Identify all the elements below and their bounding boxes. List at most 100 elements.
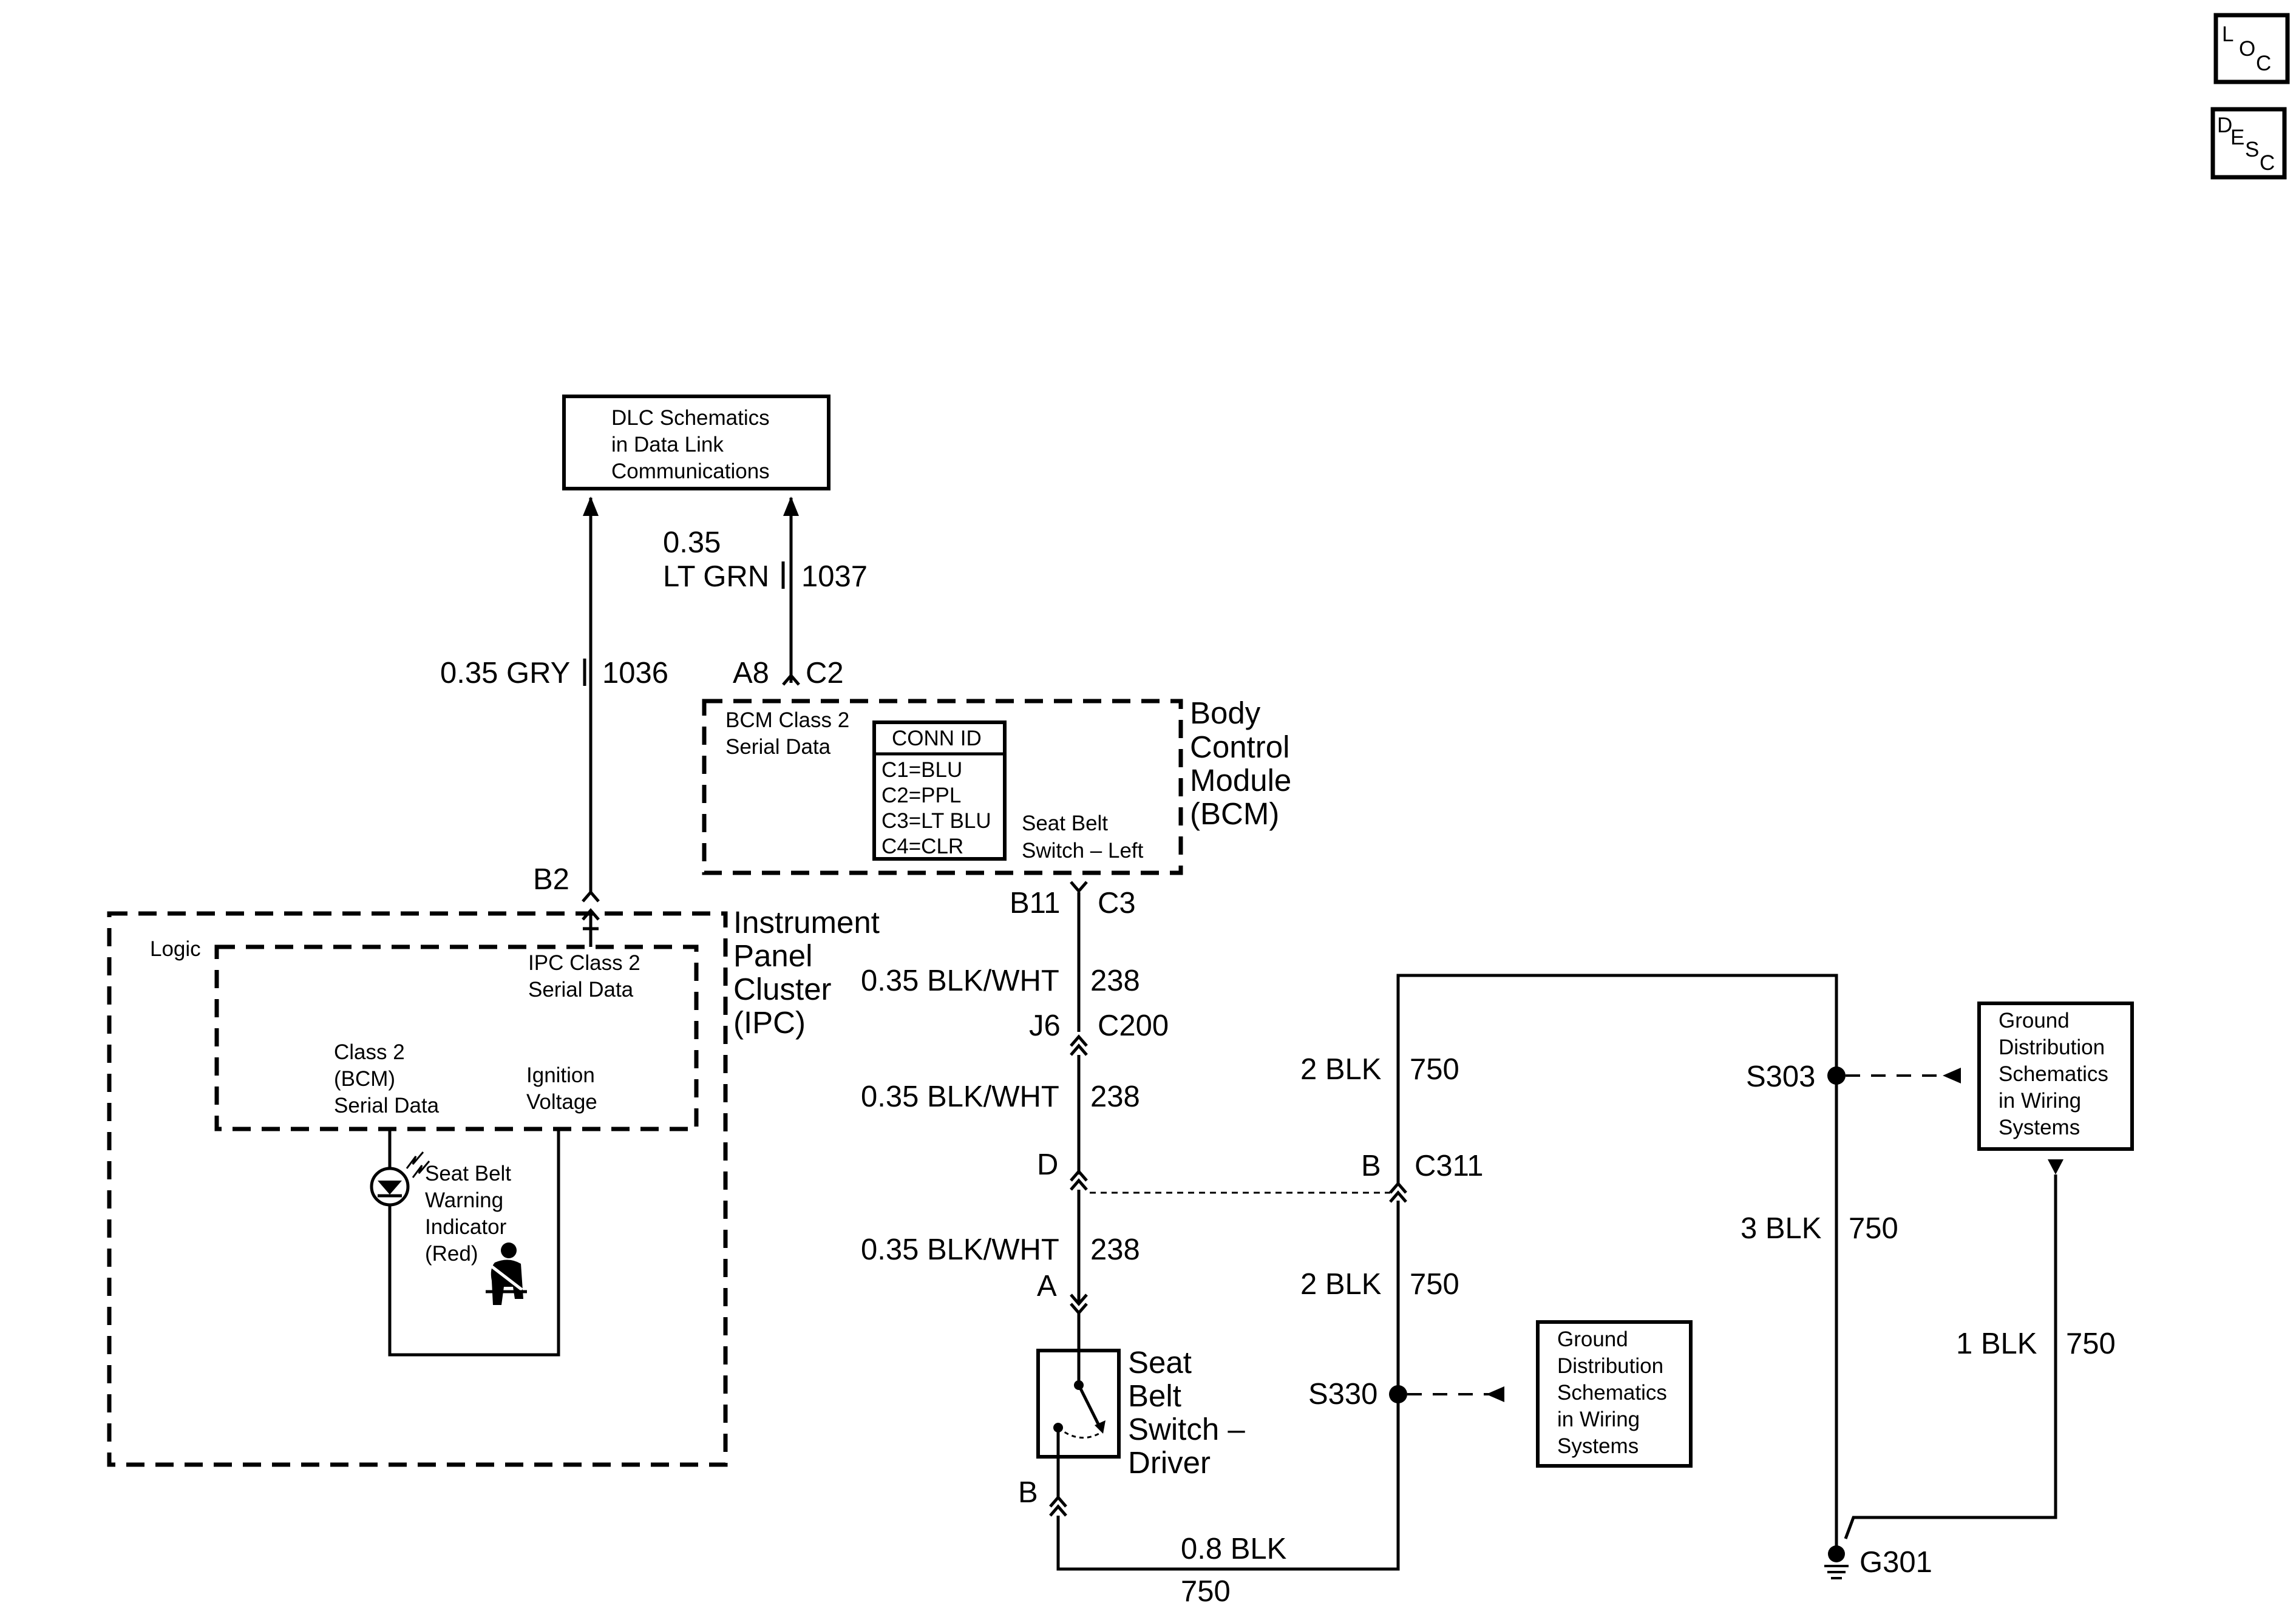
- wire-750-far-circuit: 750: [2066, 1327, 2116, 1360]
- desc-letter-d: D: [2217, 114, 2232, 137]
- pin-a8: A8: [733, 657, 769, 690]
- ipc-class2-2: (BCM): [334, 1067, 395, 1091]
- wire-1036-spec: 0.35 GRY: [440, 657, 570, 690]
- connector-c311-bottom: [1389, 1190, 1407, 1203]
- wire-1036-circuit: 1036: [602, 657, 668, 690]
- pin-c311: C311: [1415, 1150, 1484, 1182]
- bcm-serial-data-2: Serial Data: [725, 735, 831, 759]
- switch-driver-title-2: Belt: [1128, 1378, 1181, 1413]
- ipc-class2-1: Class 2: [334, 1040, 405, 1064]
- ipc-title-2: Panel: [733, 938, 812, 973]
- pin-j6: J6: [1029, 1009, 1061, 1042]
- ref1-arrow-down: [2048, 1159, 2063, 1175]
- ground-ref-2-line-3: Schematics: [1557, 1381, 1667, 1405]
- pin-b11: B11: [1010, 887, 1061, 920]
- bcm-title-2: Control: [1190, 730, 1289, 764]
- wire-750-mid-circuit: 750: [1410, 1268, 1459, 1301]
- switch-driver-title-4: Driver: [1128, 1445, 1211, 1480]
- conn-id-table: CONN ID C1=BLU C2=PPL C3=LT BLU C4=CLR: [872, 720, 1007, 861]
- desc-button[interactable]: D E S C: [2210, 107, 2287, 180]
- connector-d-bottom: [1070, 1178, 1088, 1191]
- bcm-boundary: [702, 699, 1183, 875]
- ground-ref-1-line-5: Systems: [1999, 1116, 2080, 1139]
- conn-id-c2: C2=PPL: [881, 784, 961, 807]
- connector-a-top: [1070, 1293, 1088, 1306]
- connector-c200-bottom: [1070, 1043, 1088, 1056]
- indicator-label-1: Seat Belt: [425, 1162, 511, 1185]
- conn-id-header: CONN ID: [892, 727, 982, 750]
- ground-ref-1-line-4: in Wiring: [1999, 1089, 2081, 1113]
- ground-symbol-g301: [1824, 1545, 1849, 1579]
- wire-750-top-circuit: 750: [1410, 1053, 1459, 1086]
- desc-letter-c: C: [2260, 151, 2275, 175]
- pin-c200: C200: [1098, 1009, 1169, 1042]
- switch-driver-title-3: Switch –: [1128, 1412, 1245, 1446]
- dlc-line-2: in Data Link: [611, 433, 724, 456]
- pin-b2: B2: [533, 863, 569, 896]
- arrow-up-1036: [583, 497, 599, 516]
- pin-b-switch: B: [1018, 1476, 1038, 1509]
- seat-belt-switch-driver: [1036, 1349, 1121, 1459]
- ground-ref-2-line-2: Distribution: [1557, 1354, 1663, 1378]
- switch-driver-title-1: Seat: [1128, 1345, 1192, 1380]
- s303-ref-arrow: [1943, 1068, 1961, 1083]
- ground-distribution-reference-s303[interactable]: Ground Distribution Schematics in Wiring…: [1977, 1002, 2134, 1151]
- splice-s303: [1827, 1066, 1846, 1085]
- wire-238-a-spec: 0.35 BLK/WHT: [861, 964, 1059, 997]
- wire-238-b-circuit: 238: [1090, 1080, 1140, 1113]
- ipc-boundary: [107, 911, 728, 1467]
- bcm-title-3: Module: [1190, 763, 1291, 798]
- ground-distribution-reference-s330[interactable]: Ground Distribution Schematics in Wiring…: [1536, 1320, 1693, 1468]
- wire-1037-size: 0.35: [663, 526, 721, 559]
- ipc-class2-3: Serial Data: [334, 1094, 440, 1117]
- wire-750-mid-spec: 2 BLK: [1300, 1268, 1382, 1301]
- connector-b2-top: [582, 890, 600, 903]
- bcm-seat-belt-switch-1: Seat Belt: [1022, 812, 1108, 835]
- wire-238-c-circuit: 238: [1090, 1233, 1140, 1266]
- ipc-ignition-2: Voltage: [526, 1090, 597, 1114]
- indicator-label-3: Indicator: [425, 1215, 507, 1239]
- pin-c3: C3: [1098, 887, 1136, 920]
- seat-belt-icon: [486, 1242, 527, 1305]
- splice-s303-label: S303: [1746, 1060, 1815, 1093]
- connector-b11-c3: [1070, 881, 1088, 893]
- arrow-up-1037: [783, 497, 799, 516]
- wire-1037-color: LT GRN: [663, 560, 769, 593]
- ground-ref-1-line-2: Distribution: [1999, 1036, 2105, 1059]
- conn-id-c1: C1=BLU: [881, 758, 962, 782]
- ipc-title-4: (IPC): [733, 1005, 806, 1040]
- connector-b-switch-bottom: [1049, 1504, 1067, 1517]
- wire-750-bottom-circuit: 750: [1181, 1575, 1231, 1608]
- connector-d-top: [1070, 1169, 1088, 1182]
- pin-d: D: [1037, 1148, 1058, 1181]
- indicator-label-4: (Red): [425, 1242, 478, 1266]
- pin-c2: C2: [806, 657, 844, 690]
- loc-button[interactable]: L O C: [2213, 13, 2290, 84]
- wire-750-right-circuit: 750: [1849, 1212, 1898, 1245]
- wire-750-right-spec: 3 BLK: [1741, 1212, 1822, 1245]
- ipc-ignition-1: Ignition: [526, 1063, 595, 1087]
- desc-letter-e: E: [2230, 126, 2244, 149]
- dlc-line-3: Communications: [611, 459, 770, 483]
- loc-letter-o: O: [2239, 37, 2255, 61]
- ground-ref-1-line-3: Schematics: [1999, 1062, 2108, 1086]
- wire-238-b-spec: 0.35 BLK/WHT: [861, 1080, 1059, 1113]
- s330-ref-arrow: [1486, 1386, 1504, 1402]
- wire-750-top-spec: 2 BLK: [1300, 1053, 1382, 1086]
- dlc-schematics-reference[interactable]: DLC Schematics in Data Link Communicatio…: [562, 395, 830, 490]
- pin-b-c311: B: [1361, 1150, 1381, 1182]
- wire-750-far-spec: 1 BLK: [1956, 1327, 2037, 1360]
- ipc-logic-label: Logic: [150, 937, 201, 961]
- indicator-circuit: [388, 1129, 560, 1357]
- loc-letter-l: L: [2222, 22, 2233, 46]
- ipc-logic-boundary: [214, 944, 699, 1131]
- wire-750-far: [1844, 1175, 2057, 1539]
- splice-s330-label: S330: [1308, 1378, 1377, 1411]
- loc-letter-c: C: [2256, 52, 2271, 75]
- bcm-seat-belt-switch-2: Switch – Left: [1022, 839, 1144, 863]
- desc-letter-s: S: [2245, 138, 2259, 161]
- connector-c311-top: [1389, 1181, 1407, 1194]
- bcm-title-4: (BCM): [1190, 796, 1279, 831]
- wire-238-c-spec: 0.35 BLK/WHT: [861, 1233, 1059, 1266]
